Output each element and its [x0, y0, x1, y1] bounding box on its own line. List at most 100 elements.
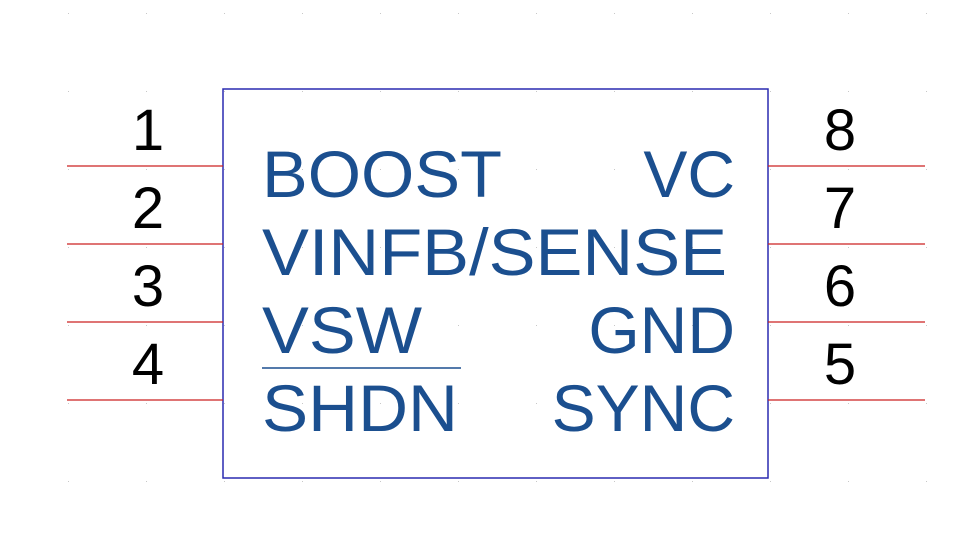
pin-7-number: 7 [824, 176, 856, 241]
grid-dot [68, 403, 69, 404]
pin-8-name: VC [643, 137, 735, 211]
grid-dot [380, 169, 381, 170]
grid-dot [536, 91, 537, 92]
grid-dot [380, 481, 381, 482]
grid-dot [926, 13, 927, 14]
background-grid [68, 13, 927, 482]
grid-dot [848, 169, 849, 170]
grid-dot [536, 13, 537, 14]
pin-3-name: VSW [262, 293, 423, 367]
grid-dot [146, 13, 147, 14]
grid-dot [68, 169, 69, 170]
grid-dot [224, 169, 225, 170]
grid-dot [302, 169, 303, 170]
grid-dot [614, 91, 615, 92]
grid-dot [770, 247, 771, 248]
grid-dot [848, 247, 849, 248]
component-body[interactable] [222, 88, 769, 479]
grid-dot [380, 13, 381, 14]
grid-dot [770, 13, 771, 14]
grid-dot [770, 91, 771, 92]
grid-dot [146, 325, 147, 326]
grid-dot [458, 13, 459, 14]
pin-2-name: VINFB/SENSE [262, 215, 727, 289]
grid-dot [224, 13, 225, 14]
grid-dot [926, 403, 927, 404]
grid-dot [224, 403, 225, 404]
grid-dot [614, 403, 615, 404]
grid-dot [926, 325, 927, 326]
grid-dot [848, 325, 849, 326]
grid-dot [146, 403, 147, 404]
grid-dot [224, 325, 225, 326]
pin-6-number: 6 [824, 254, 856, 319]
grid-dot [614, 13, 615, 14]
grid-dot [302, 325, 303, 326]
grid-dot [380, 403, 381, 404]
grid-dot [614, 481, 615, 482]
grid-dot [770, 403, 771, 404]
grid-dot [614, 325, 615, 326]
pin-4-number: 4 [132, 332, 164, 397]
grid-dot [302, 13, 303, 14]
grid-dot [68, 481, 69, 482]
grid-dot [302, 403, 303, 404]
pin-2-number: 2 [132, 176, 164, 241]
grid-dot [848, 91, 849, 92]
grid-dot [614, 169, 615, 170]
grid-dot [302, 247, 303, 248]
grid-dot [224, 91, 225, 92]
grid-dot [146, 481, 147, 482]
grid-dot [302, 91, 303, 92]
grid-dot [458, 169, 459, 170]
grid-dot [458, 481, 459, 482]
grid-dot [926, 247, 927, 248]
grid-dot [536, 325, 537, 326]
grid-dot [380, 91, 381, 92]
grid-dot [458, 403, 459, 404]
grid-dot [692, 325, 693, 326]
grid-dot [926, 91, 927, 92]
grid-dot [146, 247, 147, 248]
grid-dot [458, 325, 459, 326]
grid-dot [536, 481, 537, 482]
pin-6-name: GND [588, 293, 735, 367]
grid-dot [146, 91, 147, 92]
grid-dot [68, 247, 69, 248]
grid-dot [692, 247, 693, 248]
pin-1-name: BOOST [262, 137, 502, 211]
grid-dot [614, 247, 615, 248]
grid-dot [926, 481, 927, 482]
grid-dot [770, 169, 771, 170]
grid-dot [848, 481, 849, 482]
pin-1-number: 1 [132, 98, 164, 163]
grid-dot [692, 403, 693, 404]
grid-dot [848, 13, 849, 14]
grid-dot [146, 169, 147, 170]
grid-dot [692, 91, 693, 92]
grid-dot [536, 403, 537, 404]
grid-dot [68, 13, 69, 14]
grid-dot [380, 325, 381, 326]
pin-5-name: SYNC [552, 371, 735, 445]
grid-dot [770, 481, 771, 482]
pin-3-number: 3 [132, 254, 164, 319]
pin-5-number: 5 [824, 332, 856, 397]
grid-dot [224, 481, 225, 482]
grid-dot [536, 169, 537, 170]
grid-dot [692, 481, 693, 482]
grid-dot [926, 169, 927, 170]
grid-dot [692, 169, 693, 170]
grid-dot [380, 247, 381, 248]
grid-dot [536, 247, 537, 248]
grid-dot [692, 13, 693, 14]
pin-4-name: SHDN [262, 371, 458, 445]
grid-dot [770, 325, 771, 326]
grid-dot [458, 247, 459, 248]
grid-dot [458, 91, 459, 92]
grid-dot [68, 91, 69, 92]
pin-8-number: 8 [824, 98, 856, 163]
grid-dot [68, 325, 69, 326]
grid-dot [848, 403, 849, 404]
